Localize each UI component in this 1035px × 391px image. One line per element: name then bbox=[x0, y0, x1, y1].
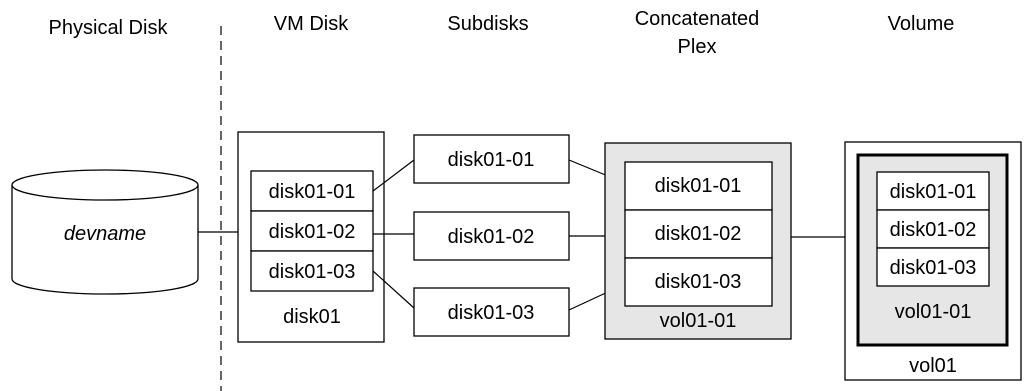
vm-subdisk-label: disk01-01 bbox=[269, 181, 356, 203]
subdisk-box-2 bbox=[413, 211, 570, 261]
header-subdisks: Subdisks bbox=[447, 13, 528, 35]
plex-subdisk-label: disk01-01 bbox=[655, 175, 742, 197]
volume-plex-name: vol01-01 bbox=[895, 301, 972, 323]
plex-name: vol01-01 bbox=[660, 310, 737, 332]
volume-subdisk-label: disk01-01 bbox=[890, 181, 977, 203]
vm-subdisk-1 bbox=[250, 170, 374, 212]
vm-disk-name: disk01 bbox=[283, 306, 341, 328]
connector-vm-to-subdisk-3 bbox=[372, 270, 415, 309]
header-concatenated: Concatenated bbox=[635, 8, 760, 30]
volume-subdisk-3 bbox=[876, 247, 990, 287]
header-physical-disk: Physical Disk bbox=[49, 17, 169, 39]
subdisk-label: disk01-02 bbox=[448, 226, 535, 248]
plex-subdisk-label: disk01-03 bbox=[655, 271, 742, 293]
header-volume: Volume bbox=[888, 13, 955, 35]
subdisk-label: disk01-01 bbox=[448, 149, 535, 171]
vm-subdisk-2 bbox=[250, 210, 374, 252]
connector-vm-to-subdisk-1 bbox=[372, 159, 415, 192]
subdisk-box-1 bbox=[413, 134, 570, 184]
volume-subdisk-2 bbox=[876, 209, 990, 249]
vm-subdisk-label: disk01-02 bbox=[269, 221, 356, 243]
volume-subdisk-label: disk01-02 bbox=[890, 219, 977, 241]
volume-subdisk-1 bbox=[876, 171, 990, 211]
physical-disk-cylinder: devname bbox=[11, 169, 199, 295]
header-vm-disk: VM Disk bbox=[274, 13, 349, 35]
plex-subdisk-2 bbox=[624, 209, 773, 259]
vm-disk: disk01-01 disk01-02 disk01-03 disk01 bbox=[237, 131, 385, 343]
volume-name: vol01 bbox=[909, 355, 957, 377]
subdisk-label: disk01-03 bbox=[448, 302, 535, 324]
subdisks-column: disk01-01 disk01-02 disk01-03 bbox=[413, 134, 570, 337]
plex-subdisk-label: disk01-02 bbox=[655, 223, 742, 245]
volume-subdisk-label: disk01-03 bbox=[890, 257, 977, 279]
subdisk-box-3 bbox=[413, 287, 570, 337]
vm-subdisk-label: disk01-03 bbox=[269, 261, 356, 283]
volume: disk01-01 disk01-02 disk01-03 vol01-01 v… bbox=[844, 141, 1022, 381]
concatenated-plex: disk01-01 disk01-02 disk01-03 vol01-01 bbox=[604, 142, 792, 340]
header-plex: Plex bbox=[678, 36, 717, 58]
plex-subdisk-3 bbox=[624, 257, 773, 307]
device-name: devname bbox=[64, 223, 146, 245]
vm-subdisk-3 bbox=[250, 250, 374, 292]
